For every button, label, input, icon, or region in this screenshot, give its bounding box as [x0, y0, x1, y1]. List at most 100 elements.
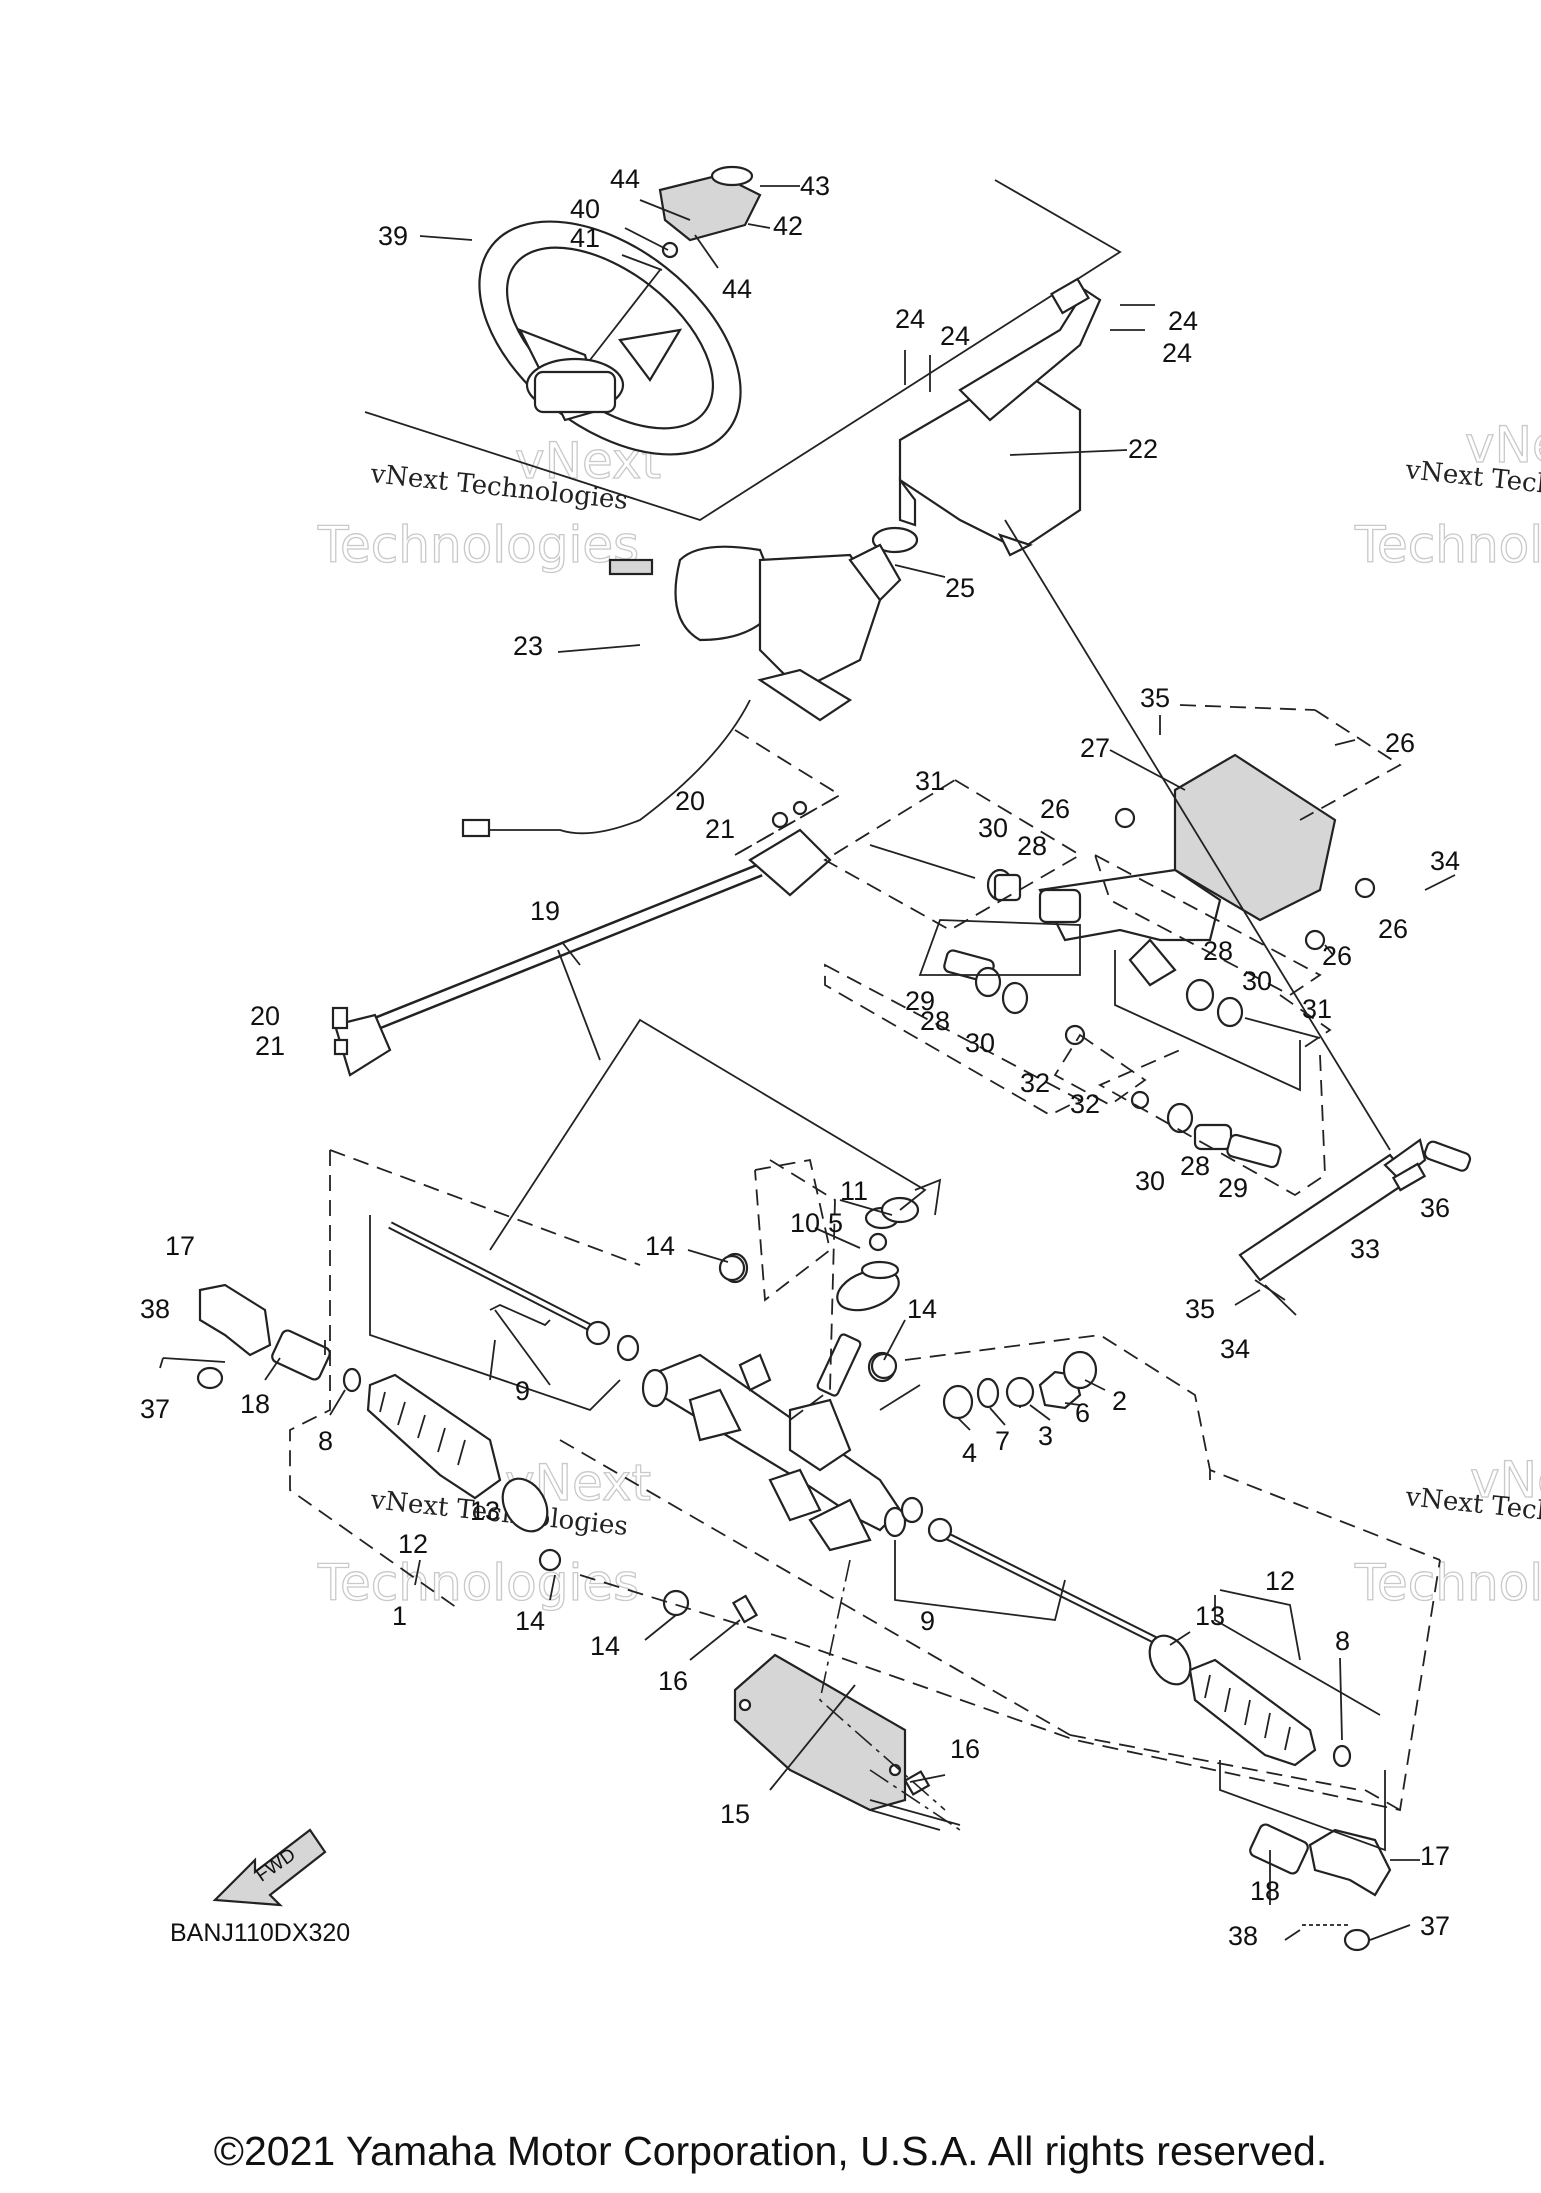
copyright-notice: ©2021 Yamaha Motor Corporation, U.S.A. A… [213, 2128, 1328, 2174]
callout-c39: 39 [378, 221, 408, 251]
steering-damper [1238, 1138, 1472, 1301]
callout-c18a: 18 [240, 1389, 270, 1419]
callout-c44b: 44 [722, 274, 752, 304]
callout-c10: 10 [790, 1208, 820, 1238]
leader-lines [159, 449, 1420, 1941]
callout-c14b: 14 [907, 1294, 937, 1324]
callout-c33: 33 [1350, 1234, 1380, 1264]
callout-c31a: 31 [915, 766, 945, 796]
tie-rod-end-left [162, 1283, 362, 1393]
callout-c37a: 37 [140, 1394, 170, 1424]
callout-c31b: 31 [1302, 994, 1332, 1024]
callout-c29b: 29 [1218, 1173, 1248, 1203]
callout-c17a: 17 [165, 1231, 195, 1261]
callout-c12b: 12 [1265, 1566, 1295, 1596]
fwd-arrow: FWD [212, 1828, 327, 1907]
tie-rod-left [388, 1221, 640, 1362]
tie-rod-end-right [1249, 1823, 1392, 1952]
callout-c30c: 30 [1242, 966, 1272, 996]
callout-c6: 6 [1075, 1398, 1090, 1428]
callout-c11: 11 [840, 1176, 868, 1206]
eps-motor-unit [461, 543, 902, 838]
callout-c1: 1 [392, 1601, 407, 1631]
callout-c26c: 26 [1378, 914, 1408, 944]
callout-c26d: 26 [1322, 941, 1352, 971]
callout-c8b: 8 [1335, 1626, 1350, 1656]
callout-c9b: 9 [920, 1606, 935, 1636]
callout-c22: 22 [1128, 434, 1158, 464]
callout-c16b: 16 [950, 1734, 980, 1764]
callout-c20a: 20 [250, 1001, 280, 1031]
group-boxes [289, 704, 1441, 1812]
callout-c12a: 12 [398, 1529, 428, 1559]
callout-c18b: 18 [1250, 1876, 1280, 1906]
callout-c19: 19 [530, 896, 560, 926]
watermark-line2: Technologies [317, 1554, 639, 1612]
callout-c26a: 26 [1040, 794, 1070, 824]
solid-group-lines [369, 519, 1391, 1852]
steering-column [871, 277, 1102, 557]
callout-c9a: 9 [515, 1376, 530, 1406]
callout-c32a: 32 [1020, 1068, 1050, 1098]
callout-c4: 4 [962, 1438, 977, 1468]
watermark-line2: Technologies [1354, 516, 1541, 574]
callout-c37b: 37 [1420, 1911, 1450, 1941]
watermark-top-right: vNext Technologies vNext Technologies [1353, 415, 1541, 574]
callout-c15: 15 [720, 1799, 750, 1829]
callout-c14d: 14 [515, 1606, 545, 1636]
callout-c8a: 8 [318, 1426, 333, 1456]
callout-c32b: 32 [1070, 1089, 1100, 1119]
callout-c24d: 24 [1162, 338, 1192, 368]
callout-c28a: 28 [1017, 831, 1047, 861]
tie-rod-right [900, 1496, 1157, 1644]
callout-c29a: 29 [905, 986, 935, 1016]
callout-c40: 40 [570, 194, 600, 224]
callout-c21b: 21 [705, 814, 735, 844]
callout-c35b: 35 [1185, 1294, 1215, 1324]
callout-c21a: 21 [255, 1031, 285, 1061]
adjuster-parts [942, 1350, 1098, 1420]
callout-c35a: 35 [1140, 683, 1170, 713]
callout-c25: 25 [945, 573, 975, 603]
callout-c44a: 44 [610, 164, 640, 194]
callout-c5: 5 [828, 1208, 843, 1238]
callout-c13b: 13 [1195, 1601, 1225, 1631]
callout-c20b: 20 [675, 786, 705, 816]
callout-c28d: 28 [1180, 1151, 1210, 1181]
callout-c2: 2 [1112, 1386, 1127, 1416]
boot-left [366, 1373, 549, 1533]
mount-bracket [869, 753, 1456, 1169]
callout-c23: 23 [513, 631, 543, 661]
callout-c30a: 30 [978, 813, 1008, 843]
callout-c34b: 34 [1220, 1334, 1250, 1364]
callout-c30b: 30 [965, 1028, 995, 1058]
bushings-14 [538, 1254, 898, 1617]
callout-c27: 27 [1080, 733, 1110, 763]
callout-c28c: 28 [1203, 936, 1233, 966]
watermark-bottom-right: vNext Technologies vNext Technologies [1353, 1450, 1541, 1612]
rack-housing [641, 1353, 907, 1552]
wheel-group-box [364, 179, 1122, 521]
steering-wheel [478, 220, 742, 456]
watermark-line2: Technologies [317, 516, 639, 574]
callout-c26b: 26 [1385, 728, 1415, 758]
callout-c28b: 28 [920, 1006, 950, 1036]
steering-cap [658, 165, 762, 259]
boot-right [1148, 1634, 1352, 1768]
callout-numbers: 1234567889910111212131314141414151616171… [140, 164, 1460, 1951]
callout-c14a: 14 [645, 1231, 675, 1261]
watermark-top-left: vNext Technologies vNext Technologies [316, 431, 661, 574]
callout-c16a: 16 [658, 1666, 688, 1696]
watermark-line2: Technologies [1354, 1554, 1541, 1612]
rack-mount-plate [733, 1653, 961, 1831]
callout-c42: 42 [773, 211, 803, 241]
callout-c43: 43 [800, 171, 830, 201]
diagram-code: BANJ110DX320 [170, 1919, 350, 1947]
intermediate-shaft [331, 800, 832, 1077]
callout-c38b: 38 [1228, 1921, 1258, 1951]
callout-c24a: 24 [895, 304, 925, 334]
callout-c13a: 13 [470, 1496, 500, 1526]
callout-c24b: 24 [940, 321, 970, 351]
callout-c38a: 38 [140, 1294, 170, 1324]
